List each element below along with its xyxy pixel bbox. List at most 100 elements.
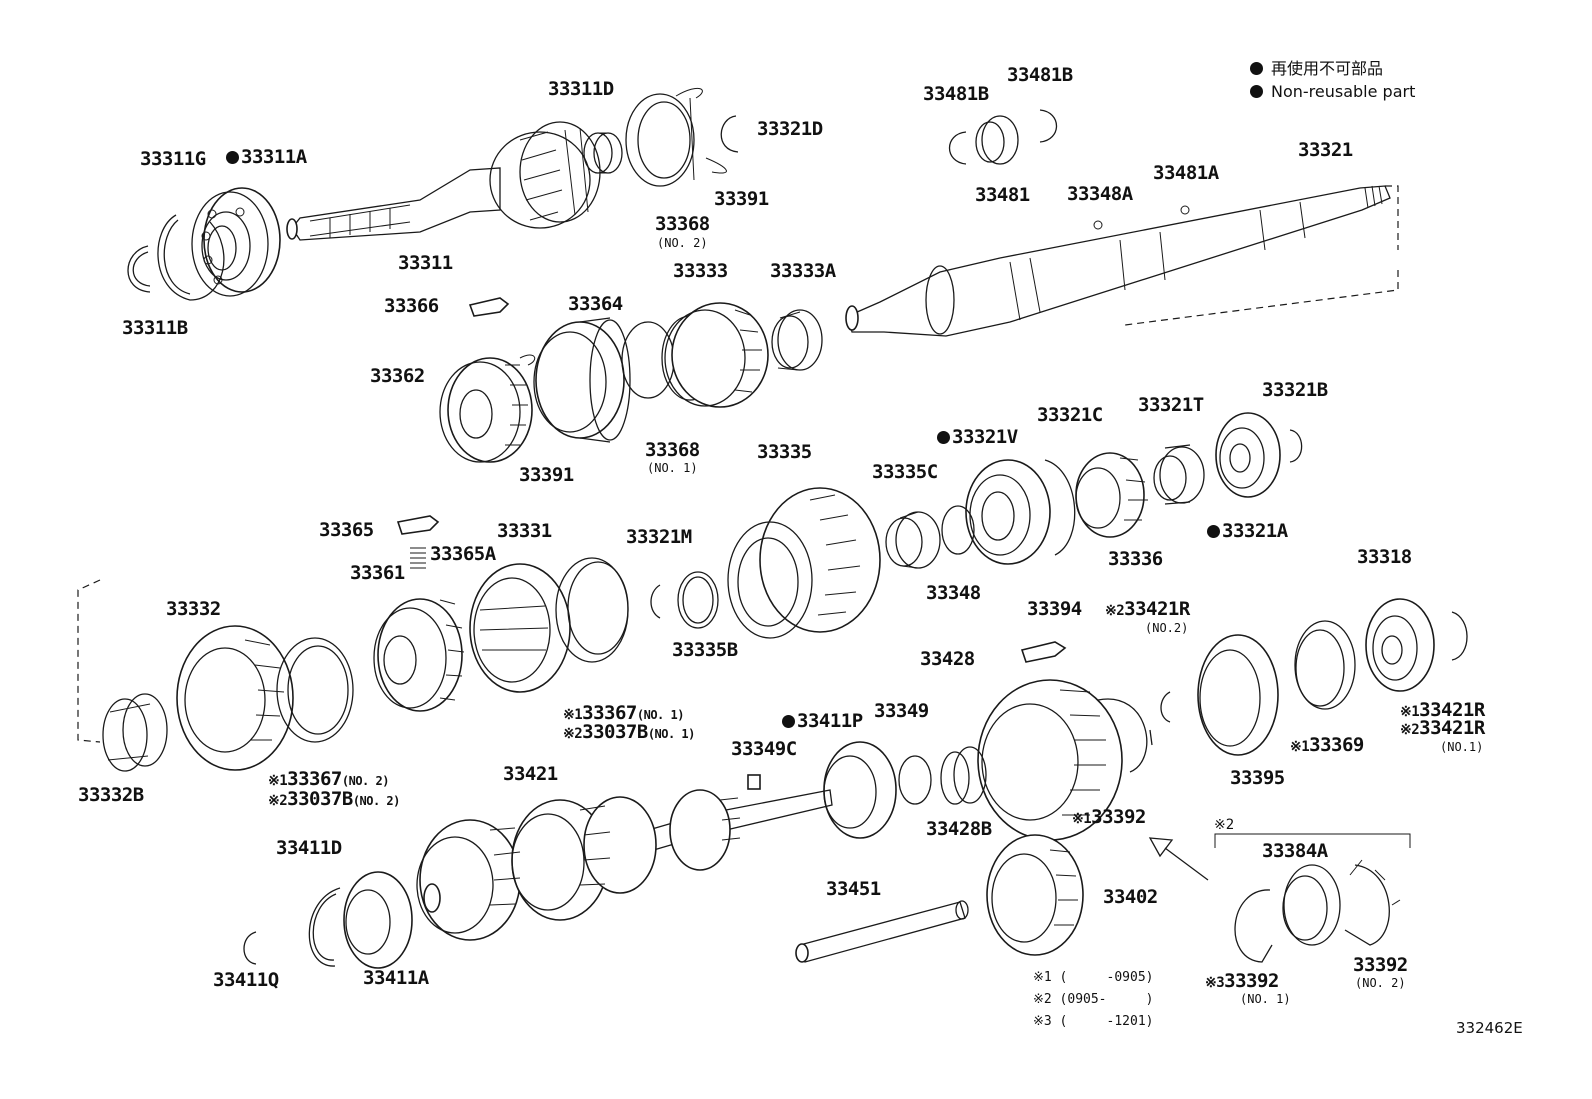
part-label: 33411D [276, 837, 342, 859]
part-sublabel: (NO.2) [1145, 621, 1189, 635]
part-label: 33335 [757, 441, 812, 463]
part-label-with-mark: ※333392 [1205, 972, 1279, 991]
ball-33481A [1180, 205, 1190, 215]
part-label: 33311D [548, 78, 614, 100]
sync-ring-33367-no1 [555, 557, 629, 663]
part-label: 33321M [626, 526, 692, 548]
part-label-non-reusable: 33411P [782, 712, 863, 731]
snap-ring-33421R-right [1451, 611, 1468, 661]
footnote-mark: ※1 [1400, 704, 1420, 720]
part-label: 33366 [384, 295, 439, 317]
sleeve-33364 [533, 317, 631, 443]
snap-ring-33411Q [243, 931, 257, 965]
part-label: 33402 [1103, 886, 1158, 908]
part-label-non-reusable: 33321V [937, 428, 1018, 447]
spring-33392 [1097, 698, 1153, 773]
part-label-with-mark: ※133367(NO. 1) [563, 704, 684, 723]
part-label: 33391 [714, 188, 769, 210]
needle-bearing-33335C [885, 511, 941, 569]
part-label: 33368 [645, 439, 700, 461]
part-label: 33364 [568, 293, 623, 315]
spring-33365A [410, 547, 426, 569]
part-label-with-mark: ※233421R [1400, 719, 1485, 738]
output-shaft-33321 [845, 185, 1391, 337]
part-label: 33336 [1108, 548, 1163, 570]
part-label: 33421 [503, 763, 558, 785]
part-label-non-reusable: 33311A [226, 148, 307, 167]
input-gear-teeth [489, 121, 601, 229]
ball-33348A [1093, 220, 1103, 230]
footnote-mark: ※2 [1400, 722, 1420, 738]
gear-33335 [727, 487, 881, 639]
part-label: 33361 [350, 562, 405, 584]
gear-33336 [1075, 452, 1148, 538]
legend-japanese-text: 再使用不可部品 [1271, 59, 1384, 78]
snap-ring-33411D [308, 887, 341, 967]
part-label: 33321D [757, 118, 823, 140]
part-label: 33394 [1027, 598, 1082, 620]
part-label: 33368 [655, 213, 710, 235]
needle-bearing-33428B [940, 746, 987, 805]
part-label: 33333A [770, 260, 836, 282]
part-label: 33391 [519, 464, 574, 486]
part-sublabel: (NO. 2) [341, 774, 390, 788]
part-number: 33367 [582, 702, 637, 724]
part-label: 33321C [1037, 404, 1103, 426]
part-label: 33481A [1153, 162, 1219, 184]
part-number: 33411P [797, 710, 863, 732]
part-label: 33395 [1230, 767, 1285, 789]
part-label-non-reusable: 33321A [1207, 522, 1288, 541]
sleeve-33395 [1197, 634, 1279, 756]
part-number: 33392 [1091, 806, 1146, 828]
counter-shaft-33421 [416, 789, 833, 941]
ring-33335B [677, 571, 719, 629]
dashed-bracket-top [1124, 185, 1399, 326]
part-label: 33335C [872, 461, 938, 483]
part-label: 33392 [1353, 954, 1408, 976]
part-label: 33321B [1262, 379, 1328, 401]
part-sublabel: (NO.1) [1440, 740, 1484, 754]
bearing-33321A [1215, 412, 1281, 498]
snap-ring-33421R-no2 [1160, 691, 1171, 723]
part-label: 33481B [1007, 64, 1073, 86]
group-bracket [1214, 833, 1411, 848]
snap-ring-33311B [127, 245, 151, 293]
pin-33349C [747, 774, 761, 790]
part-number: 33392 [1224, 970, 1279, 992]
ring-33369 [1294, 620, 1356, 710]
part-label: 33311 [398, 252, 453, 274]
ring-33481B-right [1039, 109, 1057, 143]
part-label: 33349C [731, 738, 797, 760]
reverse-idler-shaft-33451 [795, 900, 969, 963]
needle-bearing-33311D [583, 132, 623, 174]
part-number: 33369 [1309, 734, 1364, 756]
part-label: 33411A [363, 967, 429, 989]
part-number: 33321A [1222, 520, 1288, 542]
snap-ring-33311G [157, 214, 225, 301]
synchronizer-ring-33368-no2 [625, 93, 695, 187]
footnote-2: ※2 (0905- ) [1033, 992, 1154, 1007]
non-reusable-mark-icon [1250, 62, 1263, 75]
ring-33392-no1 [1234, 889, 1273, 963]
collar-33481 [975, 115, 1019, 165]
part-number: 33421R [1419, 717, 1485, 739]
part-label-with-mark: ※133369 [1290, 736, 1364, 755]
part-label: 33451 [826, 878, 881, 900]
gear-33333 [664, 302, 769, 408]
arrow-to-group [1148, 837, 1209, 881]
part-sublabel: (NO. 1) [647, 727, 696, 741]
bearing-33321V [965, 459, 1051, 565]
part-number: 33321V [952, 426, 1018, 448]
footnote-mark: ※1 [268, 773, 288, 789]
footnote-1: ※1 ( -0905) [1033, 970, 1154, 985]
part-label: 33365A [430, 543, 496, 565]
group-mark: ※2 [1214, 817, 1235, 833]
non-reusable-mark-icon [226, 151, 239, 164]
part-label-with-mark: ※233037B(NO. 2) [268, 790, 400, 809]
non-reusable-mark-icon [937, 431, 950, 444]
snap-ring-33321M [650, 584, 661, 619]
gear-33332 [176, 625, 294, 771]
part-number: 33037B [287, 788, 353, 810]
ring-33481B-left [949, 131, 967, 165]
